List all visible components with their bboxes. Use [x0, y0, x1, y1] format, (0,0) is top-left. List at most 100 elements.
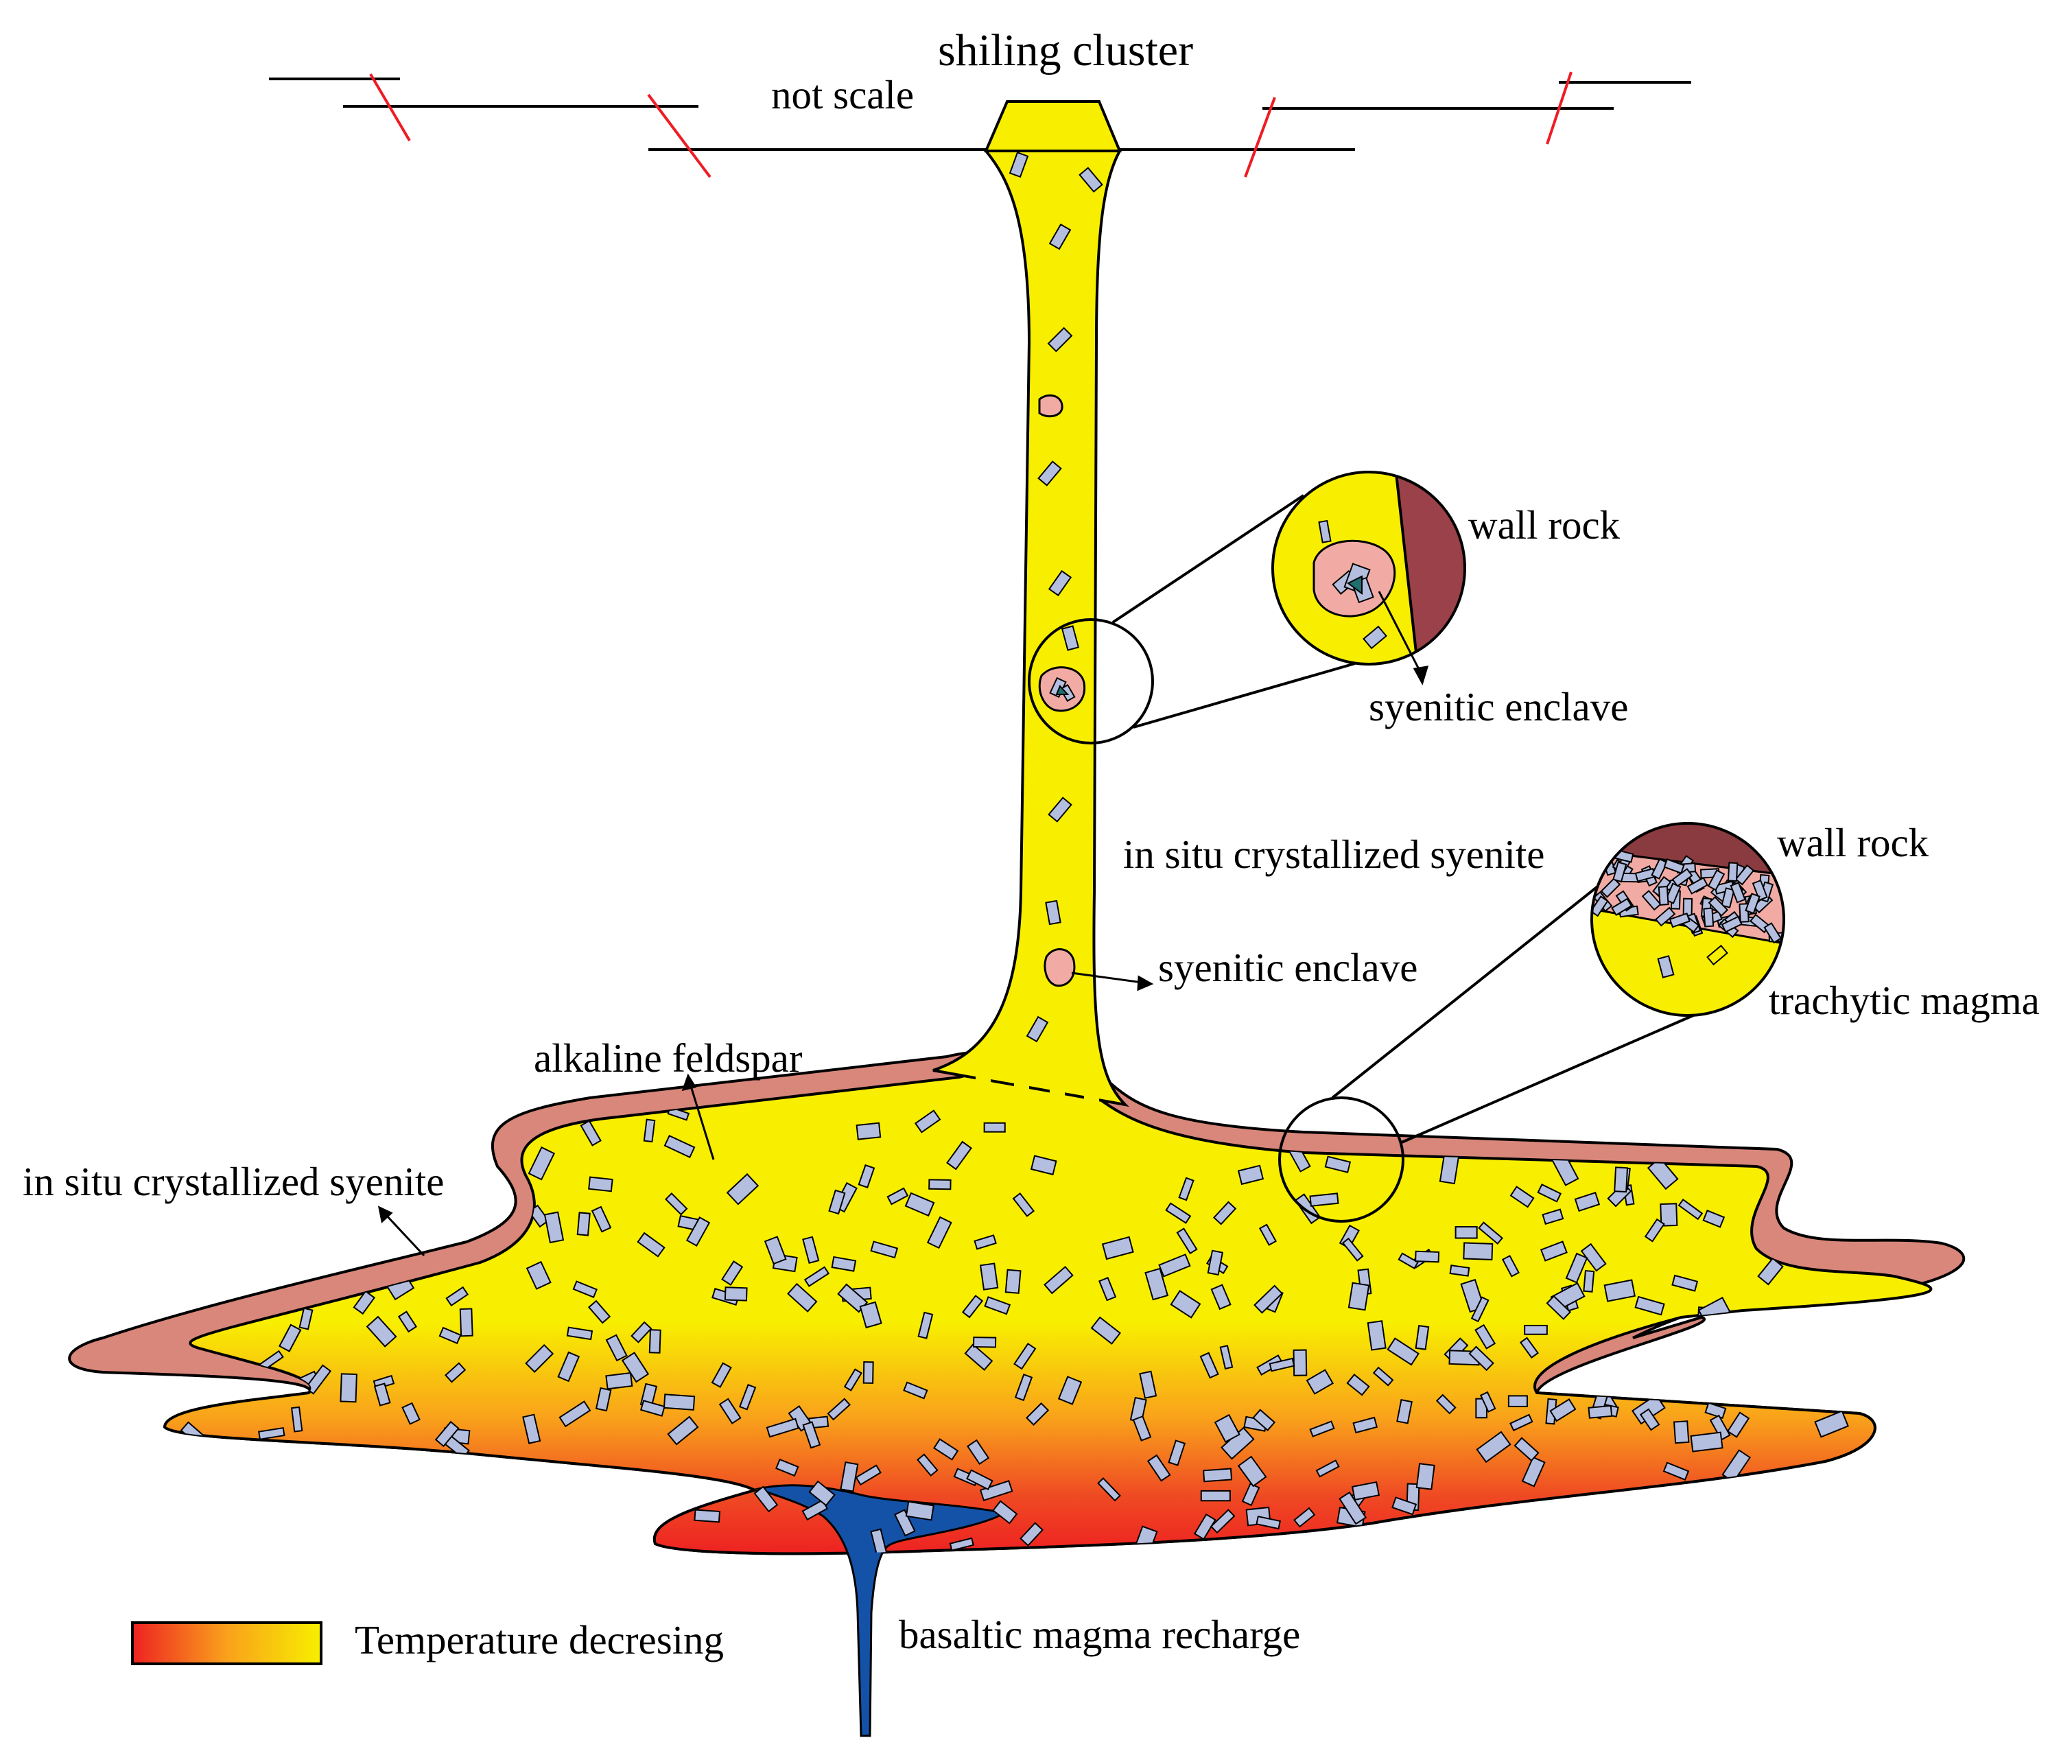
- feldspar-crystal: [1391, 1496, 1417, 1516]
- feldspar-crystal: [631, 1321, 652, 1343]
- feldspar-crystal: [587, 1300, 611, 1324]
- feldspar-crystal: [802, 1236, 820, 1265]
- feldspar-crystal: [961, 1295, 984, 1319]
- feldspar-crystal: [1476, 1431, 1511, 1463]
- feldspar-crystal: [459, 1308, 473, 1337]
- feldspar-crystal: [1210, 1284, 1232, 1310]
- feldspar-crystal: [1509, 1413, 1533, 1432]
- arrow-enclave-conduit: [1071, 972, 1143, 984]
- fault-marks: [369, 71, 1573, 178]
- feldspar-crystal: [1009, 151, 1029, 178]
- feldspar-crystal: [1324, 1155, 1352, 1173]
- label-wall-rock-upper: wall rock: [1468, 502, 1621, 548]
- zoom-connector: [1111, 494, 1305, 624]
- feldspar-crystal: [905, 1501, 934, 1521]
- feldspar-crystal: [1644, 1218, 1665, 1243]
- label-trachytic-magma: trachytic magma: [1769, 978, 2040, 1023]
- feldspar-crystal: [1309, 1192, 1339, 1207]
- feldspar-crystal: [1014, 1374, 1033, 1402]
- feldspar-crystal: [1600, 878, 1621, 898]
- feldspar-crystal: [1463, 1242, 1494, 1260]
- feldspar-crystal: [1415, 1324, 1430, 1350]
- feldspar-crystal: [886, 1187, 909, 1206]
- feldspar-crystal: [766, 1418, 799, 1438]
- feldspar-crystal: [648, 1329, 661, 1354]
- zoom-target-chamber: [1278, 1096, 1404, 1223]
- feldspar-crystal: [1013, 1343, 1037, 1370]
- feldspar-crystal: [1168, 1439, 1186, 1466]
- feldspar-crystal: [926, 1216, 952, 1249]
- feldspar-crystal: [576, 1212, 591, 1236]
- feldspar-crystal: [808, 1480, 836, 1507]
- feldspar-crystal: [1435, 1393, 1457, 1415]
- feldspar-crystal: [764, 1236, 787, 1265]
- magnifier-conduit-enclave: [1271, 471, 1466, 666]
- feldspar-crystal: [1542, 1208, 1564, 1225]
- feldspar-crystal: [1165, 1202, 1192, 1224]
- feldspar-crystal: [1546, 1295, 1572, 1320]
- feldspar-crystal: [643, 1118, 656, 1143]
- feldspar-crystal: [1037, 460, 1062, 486]
- feldspar-crystal: [973, 1337, 997, 1348]
- feldspar-crystal: [1214, 1413, 1240, 1443]
- feldspar-crystal: [685, 1216, 711, 1247]
- margin-crystal-mush: [1592, 849, 1784, 944]
- feldspar-crystal: [984, 1296, 1011, 1315]
- feldspar-crystal: [917, 1311, 934, 1339]
- feldspar-crystal: [1258, 1223, 1277, 1246]
- feldspar-crystal: [1253, 1284, 1284, 1314]
- feldspar-crystal: [1048, 797, 1072, 823]
- feldspar-crystal: [572, 1280, 598, 1298]
- label-basaltic-recharge: basaltic magma recharge: [899, 1612, 1300, 1657]
- feldspar-crystal: [526, 1260, 552, 1290]
- feldspar-crystal: [1200, 1490, 1231, 1502]
- feldspar-crystal: [1045, 899, 1061, 926]
- label-syenitic-enclave-upper: syenitic enclave: [1369, 684, 1628, 729]
- feldspar-crystal: [1256, 1516, 1282, 1530]
- feldspar-crystal: [1346, 1374, 1370, 1396]
- feldspar-crystal: [528, 1146, 556, 1181]
- feldspar-crystal: [1708, 896, 1729, 917]
- feldspar-crystal: [591, 1206, 612, 1233]
- feldspar-crystal: [1704, 1402, 1727, 1420]
- feldspar-crystal: [1170, 1290, 1201, 1319]
- feldspar-crystal: [855, 1464, 882, 1486]
- feldspar-crystal: [1727, 862, 1739, 882]
- feldspar-crystal: [1671, 868, 1693, 887]
- feldspar-crystal: [1651, 858, 1669, 880]
- label-in-situ-left: in situ crystallized syenite: [23, 1159, 444, 1204]
- feldspar-crystal: [1662, 1461, 1690, 1481]
- arrowhead: [1413, 666, 1429, 685]
- feldspar-crystal: [946, 1140, 972, 1171]
- feldspar-crystal: [831, 1256, 857, 1272]
- feldspar-crystal: [718, 1398, 742, 1424]
- feldspar-crystal: [1663, 858, 1685, 874]
- feldspar-crystal: [802, 1421, 821, 1449]
- feldspar-crystal: [1004, 1269, 1022, 1294]
- feldspar-crystal: [1634, 1295, 1665, 1316]
- feldspar-crystal: [605, 1372, 633, 1390]
- feldspar-crystal: [1519, 1337, 1539, 1359]
- fault-mark: [1244, 97, 1276, 178]
- feldspar-crystal: [1210, 1509, 1236, 1534]
- feldspar-crystal: [1097, 1477, 1121, 1502]
- feldspar-crystal: [711, 1362, 732, 1388]
- feldspar-crystal: [566, 1326, 593, 1341]
- feldspar-crystal: [974, 1234, 997, 1250]
- feldspar-crystal: [1315, 1459, 1340, 1478]
- feldspar-crystal: [840, 1461, 859, 1492]
- feldspar-crystal: [1574, 1192, 1601, 1212]
- feldspar-crystal: [933, 1438, 959, 1461]
- feldspar-crystal: [438, 1326, 462, 1345]
- feldspar-crystal: [1514, 1437, 1540, 1462]
- feldspar-crystal: [1158, 1254, 1191, 1278]
- feldspar-crystal: [827, 1398, 851, 1421]
- feldspar-crystal: [401, 1402, 421, 1425]
- feldspar-crystal: [1061, 625, 1080, 651]
- annotation-arrows: [377, 591, 1429, 1257]
- feldspar-crystal: [445, 1362, 467, 1383]
- feldspar-crystal: [1090, 1316, 1121, 1345]
- feldspar-crystal: [1673, 1420, 1690, 1444]
- feldspar-crystal: [992, 1500, 1018, 1525]
